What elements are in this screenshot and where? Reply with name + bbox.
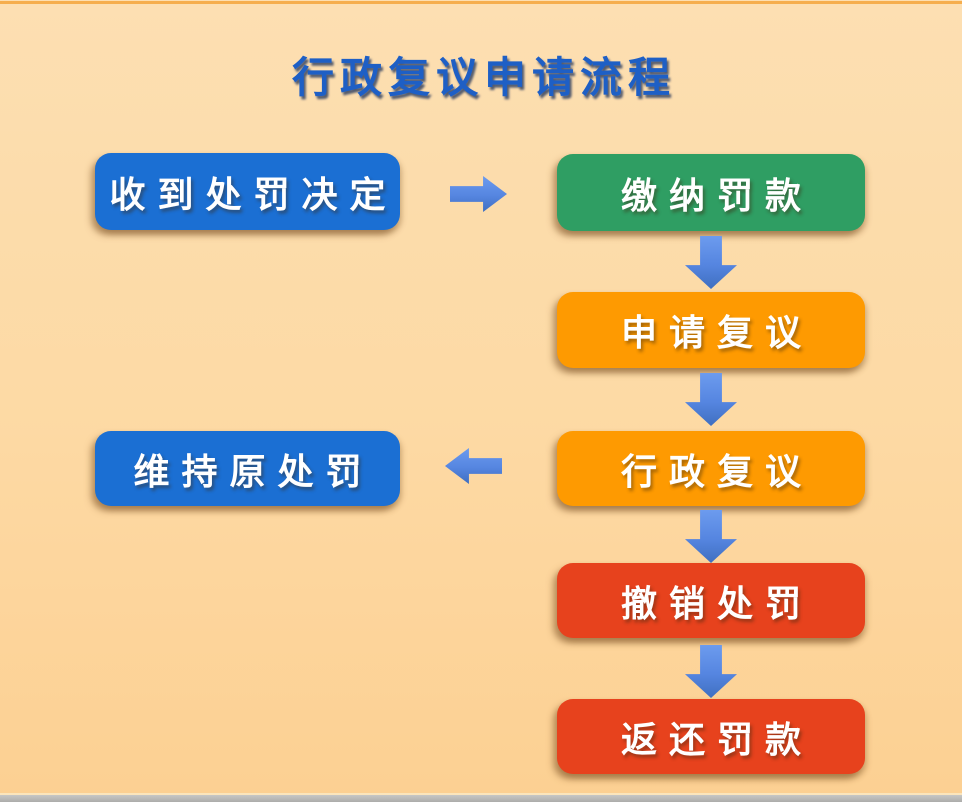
arrow-down-icon bbox=[685, 236, 737, 289]
node-revoke-penalty: 撤销处罚 bbox=[557, 563, 865, 638]
bottom-border-bar bbox=[0, 795, 962, 802]
arrow-down-icon bbox=[685, 373, 737, 426]
top-border-line bbox=[0, 1, 962, 4]
arrow-left-icon bbox=[445, 448, 502, 484]
node-refund-fine: 返还罚款 bbox=[557, 699, 865, 774]
arrow-down-icon bbox=[685, 645, 737, 698]
node-maintain-original-penalty: 维持原处罚 bbox=[95, 431, 400, 506]
arrow-down-icon bbox=[685, 510, 737, 563]
node-pay-fine: 缴纳罚款 bbox=[557, 154, 865, 231]
page-title: 行政复议申请流程 bbox=[291, 54, 676, 101]
node-apply-for-reconsideration: 申请复议 bbox=[557, 292, 865, 368]
node-receive-penalty-decision: 收到处罚决定 bbox=[95, 153, 400, 230]
node-administrative-reconsideration: 行政复议 bbox=[557, 431, 865, 506]
arrow-right-icon bbox=[450, 176, 507, 212]
bottom-cream-line bbox=[0, 793, 962, 795]
